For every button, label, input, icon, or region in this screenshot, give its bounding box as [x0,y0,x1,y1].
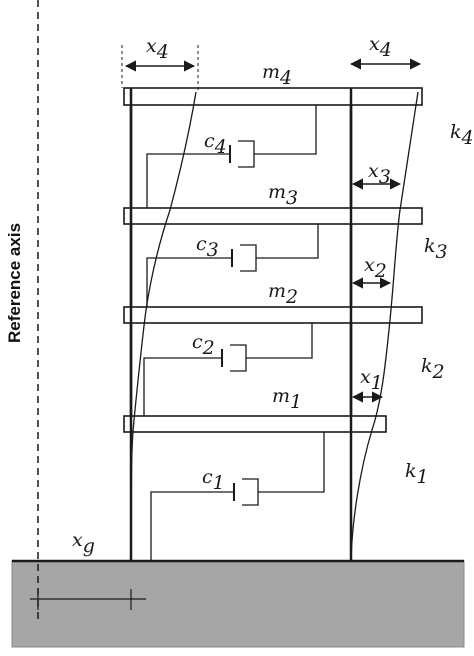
floor-slab-3 [123,207,423,225]
floor-slab-2 [123,306,423,324]
floor-slab-1 [123,415,387,433]
displacement-label-2: x2 [364,254,387,282]
floor-slab-4 [123,87,423,106]
ground-block [11,560,465,648]
mass-label-3: m3 [268,181,298,209]
damper-1 [150,432,325,561]
damper-label-2: c2 [192,331,215,359]
ground-displacement-label: xg [72,529,95,557]
spring-label-1: k1 [405,460,429,488]
damper-label-4: c4 [204,130,227,158]
mass-label-2: m2 [268,280,298,308]
top-left-displacement-label: x4 [146,35,169,63]
damper-label-1: c1 [202,466,225,494]
displacement-label-1: x1 [360,366,383,394]
displacement-label-3: x3 [368,160,391,188]
damper-3 [146,224,319,307]
deformed-shape-left [130,91,197,562]
spring-label-4: k4 [450,121,474,149]
mass-label-1: m1 [272,385,302,413]
damper-label-3: c3 [196,233,219,261]
displacement-label-4: x4 [369,33,392,61]
mass-label-4: m4 [262,61,292,89]
reference-axis-label: Reference axis [5,223,24,343]
damper-4 [146,105,317,208]
deformed-shape-right [350,91,419,562]
spring-label-3: k3 [424,235,448,263]
damper-2 [143,323,313,416]
spring-label-2: k2 [421,355,445,383]
